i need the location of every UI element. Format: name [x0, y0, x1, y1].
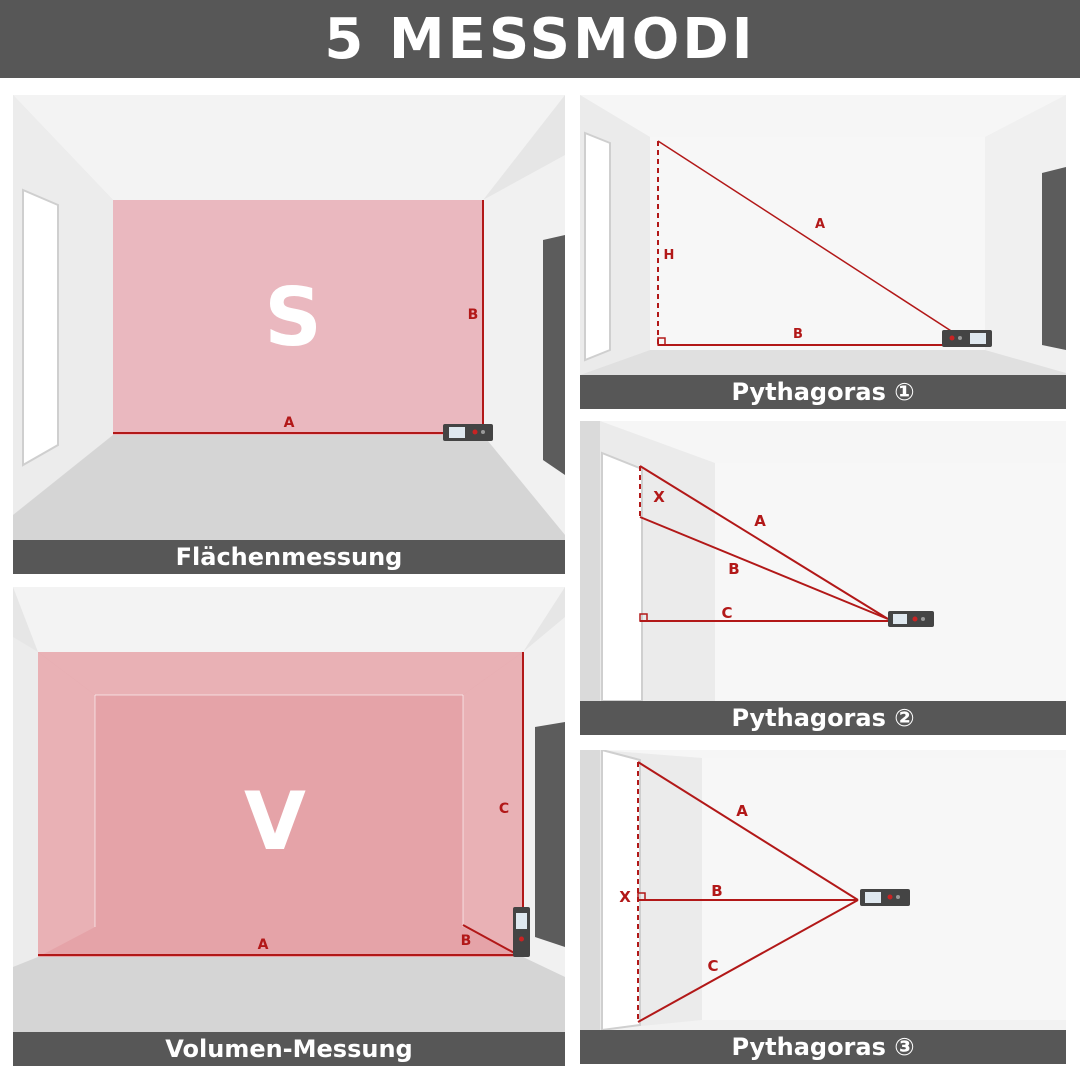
symbol-v: V	[244, 775, 306, 868]
area-highlight	[113, 200, 483, 435]
line-a	[639, 465, 889, 620]
line-b	[639, 516, 889, 620]
label-c: C	[499, 801, 509, 817]
label-b: B	[461, 933, 472, 949]
caption-pythagoras-2: Pythagoras ②	[580, 701, 1066, 735]
label-x: X	[653, 488, 665, 506]
symbol-s: S	[264, 271, 322, 364]
room-illustration-pythagoras-2: A B C X	[580, 421, 1066, 735]
caption-pythagoras-1: Pythagoras ①	[580, 375, 1066, 409]
room-illustration-pythagoras-1: A B H	[580, 95, 1066, 409]
label-b: B	[793, 327, 803, 342]
laser-meter-icon	[860, 889, 910, 906]
laser-meter-icon	[513, 907, 530, 957]
laser-meter-icon	[942, 330, 992, 347]
laser-meter-icon	[888, 611, 934, 627]
line-a	[637, 761, 859, 901]
panel-pythagoras-3: A B C X Pythagoras ③	[580, 750, 1066, 1064]
title-banner: 5 MESSMODI	[0, 0, 1080, 78]
line-b	[462, 924, 519, 956]
label-b: B	[468, 307, 479, 323]
label-h: H	[664, 248, 675, 263]
label-a: A	[284, 415, 295, 431]
line-a	[657, 140, 963, 339]
label-a: A	[815, 217, 825, 232]
label-a: A	[736, 802, 748, 820]
label-b: B	[711, 882, 722, 900]
page-title: 5 MESSMODI	[324, 6, 756, 72]
label-c: C	[721, 604, 732, 622]
panel-volume-measurement: A B C V Volumen-Messung	[13, 587, 565, 1066]
caption-pythagoras-3: Pythagoras ③	[580, 1030, 1066, 1064]
room-illustration-pythagoras-3: A B C X	[580, 750, 1066, 1064]
panel-pythagoras-2: A B C X Pythagoras ②	[580, 421, 1066, 735]
label-c: C	[707, 957, 718, 975]
room-illustration-volume: A B C V	[13, 587, 565, 1066]
label-x: X	[619, 888, 631, 906]
room-illustration-area: A B S	[13, 95, 565, 574]
label-a: A	[258, 937, 269, 953]
panel-area-measurement: A B S Flächenmessung	[13, 95, 565, 574]
caption-area: Flächenmessung	[13, 540, 565, 574]
line-c	[637, 899, 859, 1023]
label-b: B	[728, 560, 739, 578]
laser-meter-icon	[443, 424, 493, 441]
caption-volume: Volumen-Messung	[13, 1032, 565, 1066]
volume-highlight	[38, 652, 523, 957]
panel-pythagoras-1: A B H Pythagoras ①	[580, 95, 1066, 409]
label-a: A	[754, 512, 766, 530]
